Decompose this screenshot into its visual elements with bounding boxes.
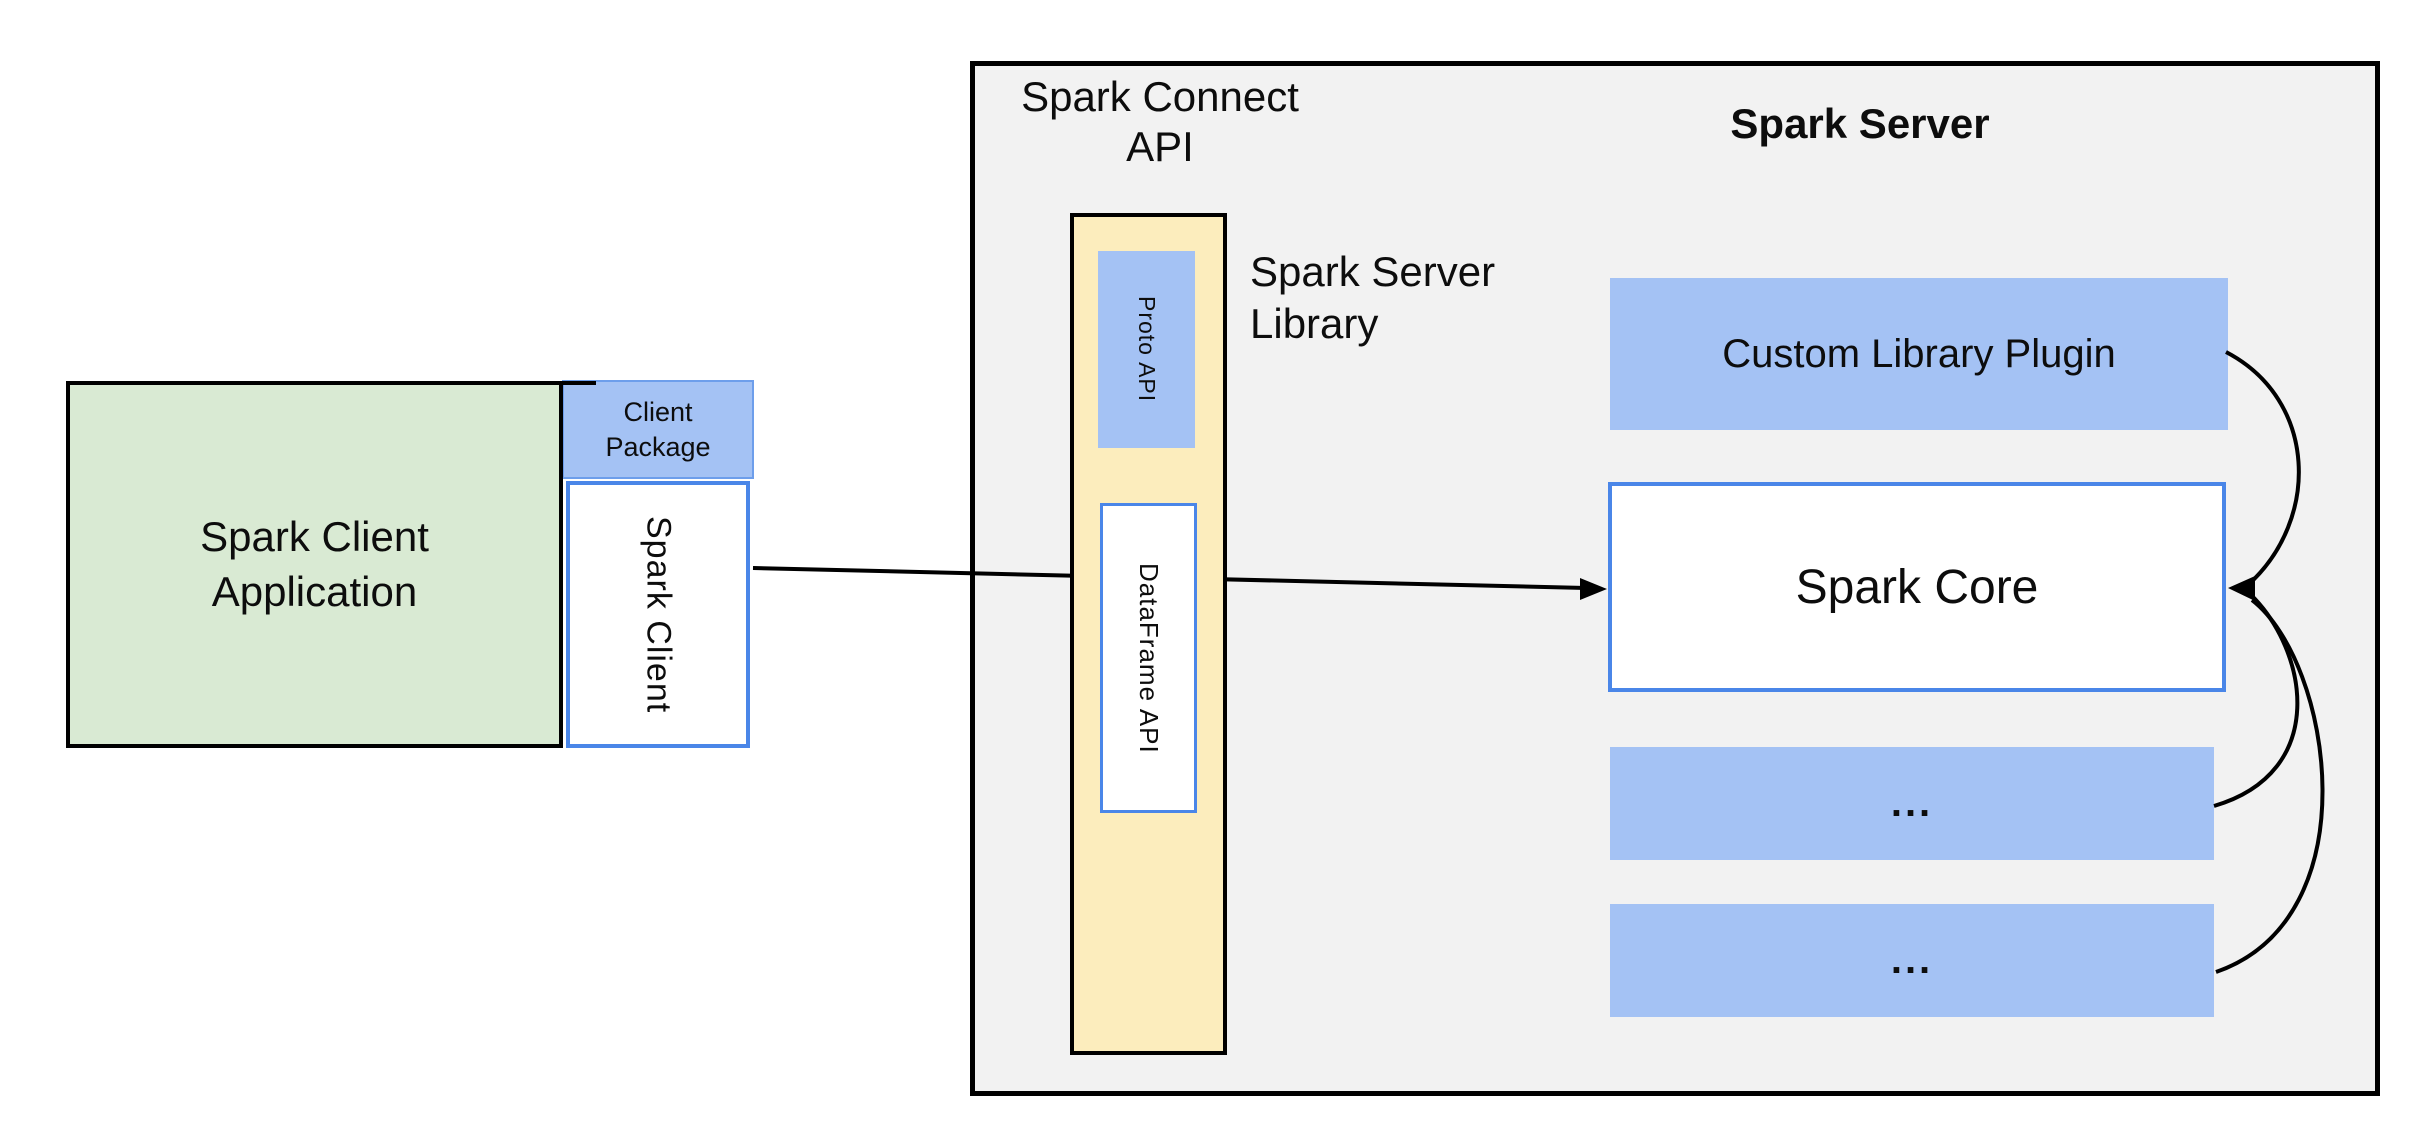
client-package-label: Client Package — [605, 397, 711, 462]
spark-client-application-label: Spark Client Application — [200, 512, 429, 615]
custom-library-plugin-box: Custom Library Plugin — [1610, 278, 2228, 430]
spark-client-box: Spark Client — [566, 481, 750, 748]
more-plugin-label: ... — [1890, 938, 1934, 982]
spark-server-library-label: Spark Server Library — [1250, 248, 1496, 348]
dataframe-api-label: DataFrame API — [1134, 562, 1164, 754]
proto-api-box: Proto API — [1098, 251, 1195, 448]
dataframe-api-box: DataFrame API — [1100, 503, 1197, 813]
spark-server-title: Spark Server — [1730, 100, 1990, 147]
spark-client-label: Spark Client — [639, 515, 678, 714]
client-package-box: Client Package — [562, 380, 754, 479]
custom-library-plugin-label: Custom Library Plugin — [1722, 331, 2116, 376]
spark-core-label: Spark Core — [1795, 560, 2039, 614]
spark-connect-api-label: Spark Connect API — [1021, 73, 1299, 171]
proto-api-label: Proto API — [1134, 296, 1160, 403]
more-plugin-box-2: ... — [1610, 904, 2214, 1017]
more-plugin-label: ... — [1890, 781, 1934, 825]
spark-client-application-box: Spark Client Application — [66, 381, 563, 748]
more-plugin-box-1: ... — [1610, 747, 2214, 860]
spark-core-box: Spark Core — [1608, 482, 2226, 692]
